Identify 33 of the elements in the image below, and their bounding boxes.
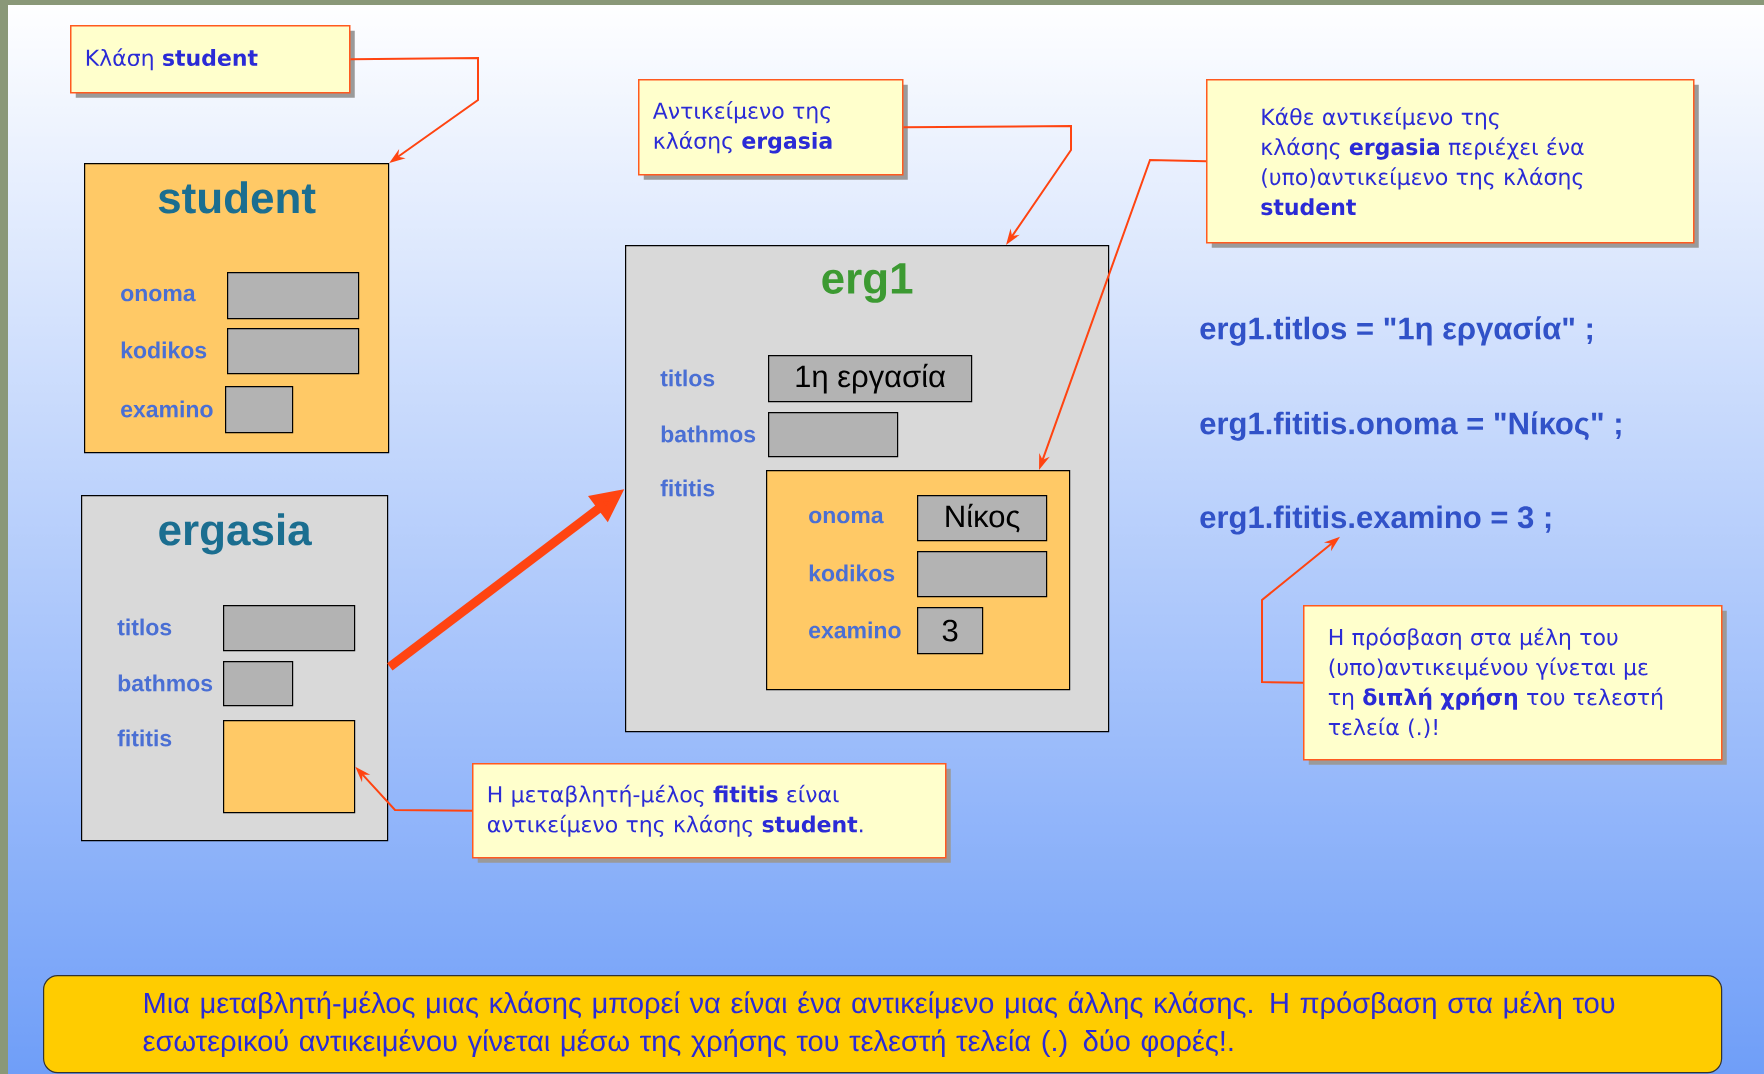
- code-line: erg1.fititis.onoma = "Νίκος" ;: [1200, 411, 1621, 441]
- field-label: onoma: [121, 288, 196, 302]
- field-label: titlos: [117, 618, 172, 636]
- field-box: Νίκος: [917, 495, 1048, 542]
- field-box: [917, 551, 1048, 598]
- callout-box: Η πρόσβαση στα μέλη του (υπο)αντικειμένου γίνεται με τη διπλή χρήση του τελεστή τελεία (.)!: [1303, 605, 1727, 765]
- field-label: bathmos: [118, 674, 213, 692]
- field-label: kodikos: [809, 564, 895, 582]
- field-box: [225, 386, 294, 434]
- leader-arrow: [349, 57, 479, 163]
- field-label: examino: [121, 400, 213, 418]
- code-line: erg1.titlos = "1η εργασία" ;: [1200, 316, 1592, 346]
- field-box: [223, 605, 356, 652]
- field-label: fititis: [660, 479, 715, 497]
- field-label: bathmos: [661, 425, 756, 443]
- field-label: titlos: [660, 369, 715, 387]
- field-label: onoma: [809, 510, 884, 524]
- object-box: [223, 720, 356, 814]
- callout-box: Αντικείμενο της κλάσης ergasia: [638, 79, 908, 180]
- field-box: [227, 272, 360, 320]
- field-box: 3: [917, 607, 984, 655]
- field-label: examino: [809, 621, 901, 639]
- code-line: erg1.fititis.examino = 3 ;: [1200, 505, 1551, 535]
- callout-box: Κάθε αντικείμενο της κλάσης ergasia περιέχει ένα (υπο)αντικείμενο της κλάσης student: [1206, 79, 1699, 248]
- field-label: kodikos: [121, 341, 207, 359]
- callout-box: Η μεταβλητή-μέλος fititis είναι αντικείμενο της κλάσης student.: [472, 763, 951, 863]
- field-label: fititis: [117, 729, 172, 747]
- callout-box: Κλάση student: [70, 25, 355, 98]
- note-band: Μια μεταβλητή-μέλος μιας κλάσης μπορεί να είναι ένα αντικείμενο μιας άλλης κλάσης. Η πρόσβαση στα μέλη του εσωτερικού αντικειμένου γίνεται μέσω της χρήσης του τελεστή τελεία (.) δύο φορές!.: [43, 975, 1723, 1074]
- field-box: [768, 412, 899, 458]
- field-box: [223, 661, 294, 707]
- field-box: [227, 328, 360, 375]
- field-box: 1η εργασία: [768, 355, 973, 403]
